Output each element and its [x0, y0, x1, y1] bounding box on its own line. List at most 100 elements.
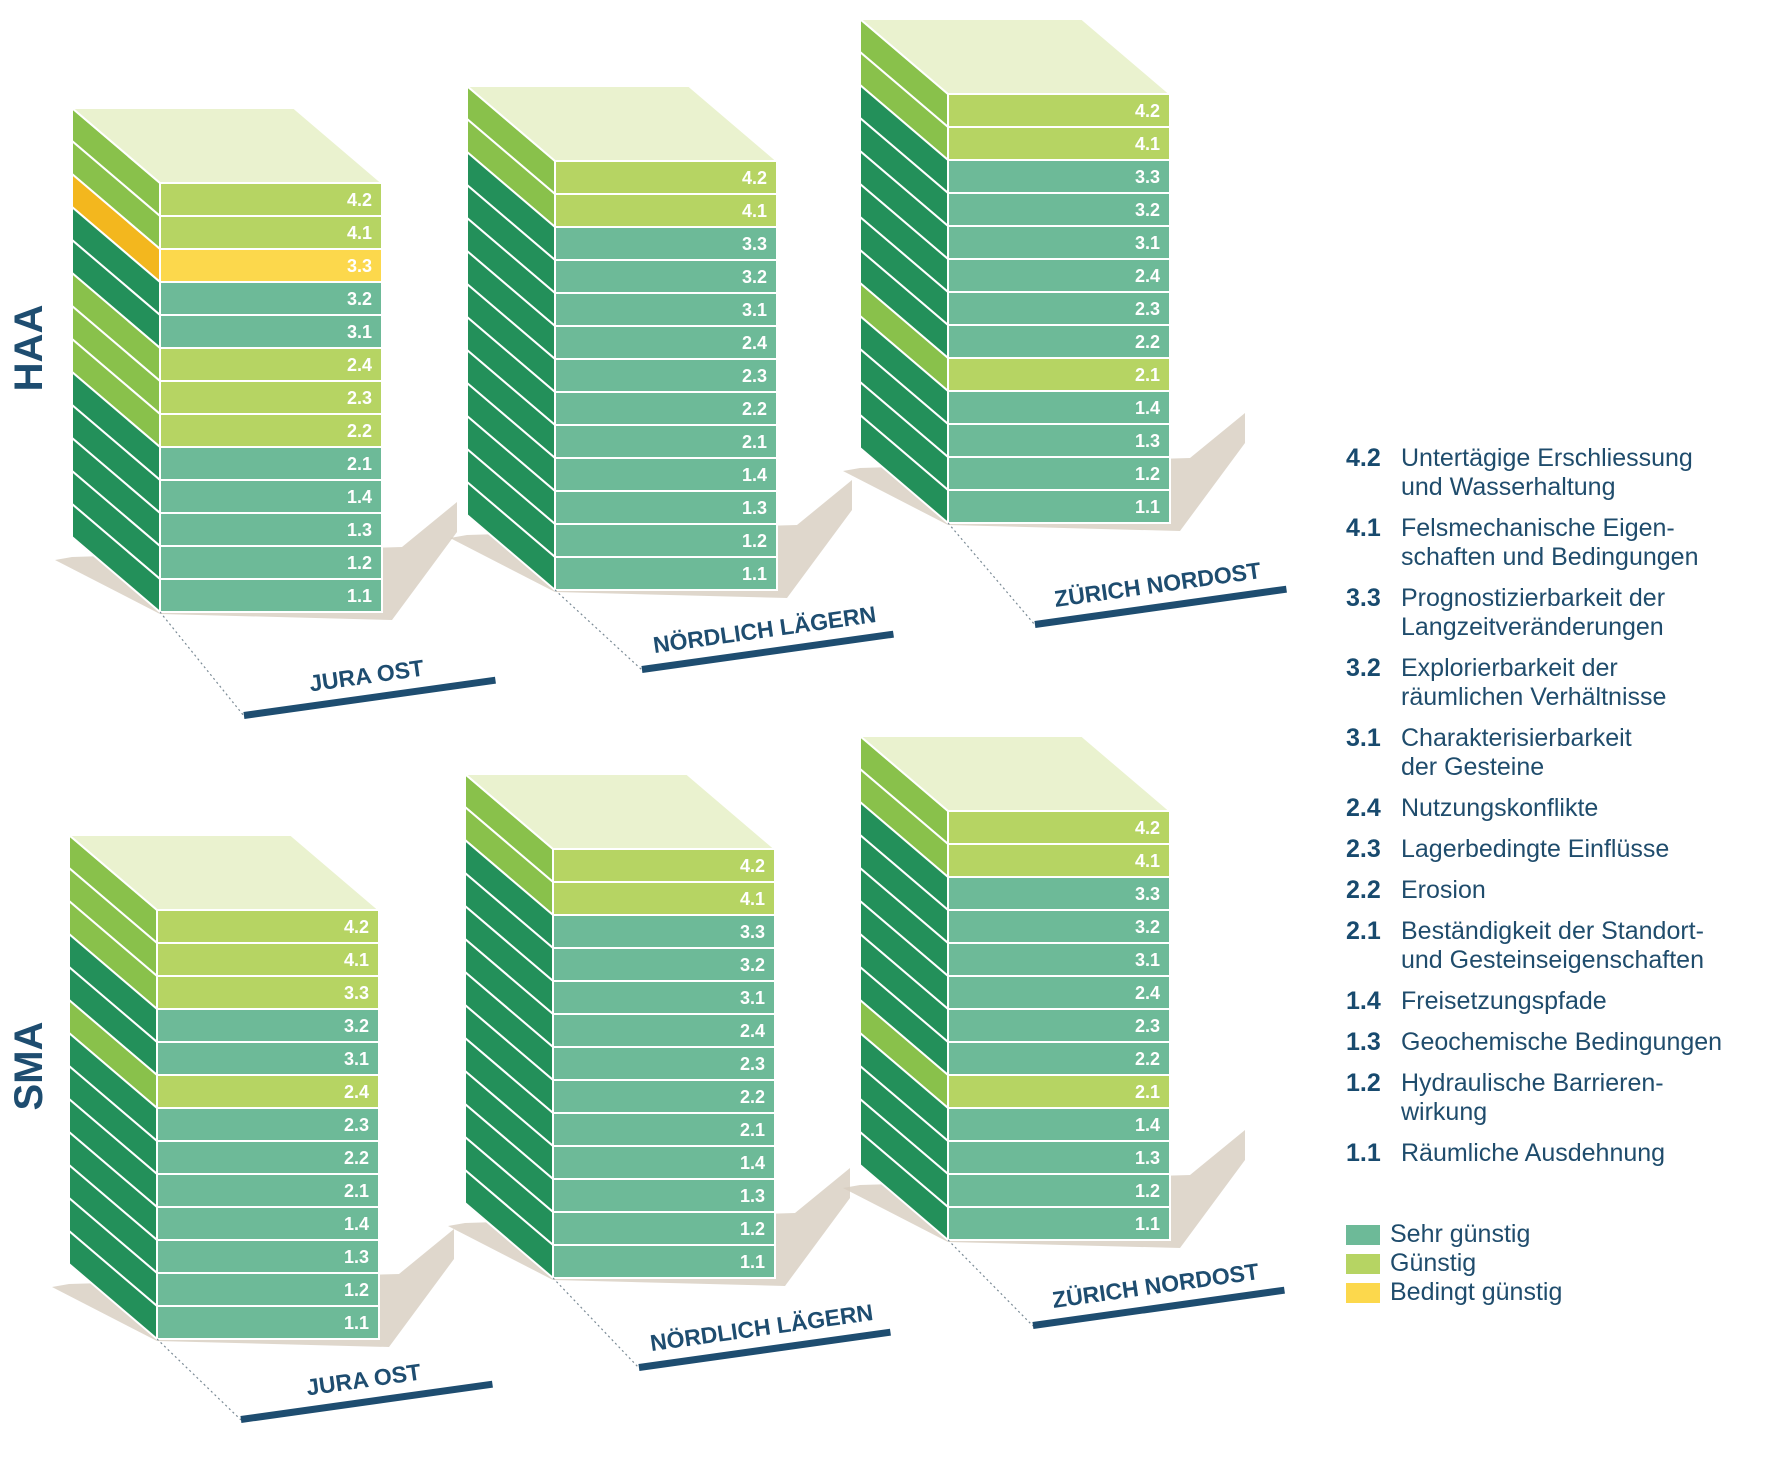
- swatch-guenstig: [1346, 1253, 1380, 1274]
- layer-code-label: 2.4: [347, 355, 372, 375]
- legend-item: 2.2 Erosion: [1346, 876, 1766, 905]
- site-label-bar: [1034, 585, 1287, 628]
- site-label-bar: [1032, 1286, 1285, 1329]
- layer-code-label: 1.2: [347, 553, 372, 573]
- stack-layer: [947, 1107, 1171, 1142]
- layer-code-label: 2.2: [1135, 332, 1160, 352]
- legend-code: 1.4: [1346, 987, 1381, 1015]
- legend-text: Hydraulische Barrieren- wirkung: [1401, 1069, 1664, 1126]
- legend-text: Explorierbarkeit der räumlichen Verhältn…: [1401, 654, 1667, 711]
- layer-code-label: 4.2: [1135, 101, 1160, 121]
- stack-top-face: [857, 735, 1173, 812]
- legend-code: 1.3: [1346, 1028, 1381, 1056]
- swatch-sehr-guenstig: [1346, 1224, 1380, 1245]
- legend-text: Freisetzungspfade: [1401, 987, 1607, 1015]
- stack-layer: [159, 314, 383, 349]
- legend-item: 3.2 Explorierbarkeit der räumlichen Verh…: [1346, 654, 1766, 712]
- stack-top-face: [69, 107, 385, 184]
- site-label-bar: [641, 630, 894, 673]
- layer-code-label: 1.4: [1135, 398, 1160, 418]
- layer-code-label: 2.4: [740, 1021, 765, 1041]
- leader-line: [554, 589, 643, 671]
- stack-layer: [156, 1305, 380, 1340]
- stack-top-face: [464, 85, 780, 162]
- site-label-bar: [638, 1328, 891, 1371]
- stack-layer: [554, 490, 778, 525]
- layer-code-label: 4.1: [740, 889, 765, 909]
- legend-code: 2.4: [1346, 794, 1381, 822]
- site-label-bar: [243, 676, 496, 719]
- legend-item: 1.1 Räumliche Ausdehnung: [1346, 1139, 1766, 1168]
- layer-code-label: 2.2: [344, 1148, 369, 1168]
- layer-code-label: 2.2: [1135, 1049, 1160, 1069]
- stack-layer: [159, 215, 383, 250]
- stack-layer: [947, 1206, 1171, 1241]
- stack-layer: [947, 975, 1171, 1010]
- layer-code-label: 3.3: [742, 234, 767, 254]
- layer-code-label: 1.2: [1135, 1181, 1160, 1201]
- legend-code: 1.1: [1346, 1139, 1381, 1167]
- stack-layer: [156, 942, 380, 977]
- layer-code-label: 2.2: [740, 1087, 765, 1107]
- legend-item: 4.1 Felsmechanische Eigen- schaften und …: [1346, 514, 1766, 572]
- layer-code-label: 4.1: [742, 201, 767, 221]
- stack-layer: [156, 1173, 380, 1208]
- stack-layer: [947, 93, 1171, 128]
- legend-code: 3.3: [1346, 584, 1381, 612]
- layer-code-label: 2.3: [347, 388, 372, 408]
- stack-layer: [947, 1008, 1171, 1043]
- site-label-group: NÖRDLICH LÄGERN: [641, 601, 894, 673]
- stack-layer: [552, 1145, 776, 1180]
- site-label-group: ZÜRICH NORDOST: [1034, 557, 1287, 628]
- stack-layer: [159, 545, 383, 580]
- layer-code-label: 4.2: [740, 856, 765, 876]
- stack-layer: [552, 914, 776, 949]
- layer-code-label: 2.4: [344, 1082, 369, 1102]
- layer-code-label: 4.1: [347, 223, 372, 243]
- layer-code-label: 2.3: [344, 1115, 369, 1135]
- site-label-group: ZÜRICH NORDOST: [1032, 1258, 1285, 1329]
- stack-layer: [947, 1173, 1171, 1208]
- row-title: SMA: [7, 1022, 51, 1111]
- legend-text: Charakterisierbarkeit der Gesteine: [1401, 724, 1632, 781]
- layer-code-label: 3.3: [740, 922, 765, 942]
- layer-code-label: 3.1: [347, 322, 372, 342]
- stack-layer: [947, 258, 1171, 293]
- layer-code-label: 2.3: [1135, 299, 1160, 319]
- stack-top-face: [462, 773, 778, 850]
- layer-code-label: 3.3: [1135, 884, 1160, 904]
- layer-code-label: 4.1: [344, 950, 369, 970]
- stack-layer: [552, 1112, 776, 1147]
- layer-code-label: 1.2: [742, 531, 767, 551]
- stack-layer: [159, 380, 383, 415]
- layer-code-label: 1.3: [1135, 431, 1160, 451]
- stack-layer: [552, 1244, 776, 1279]
- site-label-bar: [240, 1380, 493, 1423]
- site-label-group: JURA OST: [240, 1359, 493, 1423]
- layer-code-label: 4.2: [347, 190, 372, 210]
- leader-line: [552, 1277, 640, 1369]
- legend-text: Erosion: [1401, 876, 1486, 904]
- layer-code-label: 2.1: [344, 1181, 369, 1201]
- stack-layer: [156, 1206, 380, 1241]
- site-label-group: JURA OST: [243, 655, 496, 719]
- legend-item: 2.3 Lagerbedingte Einflüsse: [1346, 835, 1766, 864]
- scale-item: Sehr günstig: [1346, 1220, 1562, 1249]
- layer-code-label: 1.2: [1135, 464, 1160, 484]
- stack-layer: [947, 423, 1171, 458]
- stack-layer: [947, 225, 1171, 260]
- scale-item: Günstig: [1346, 1249, 1562, 1278]
- legend-text: Nutzungskonflikte: [1401, 794, 1599, 822]
- stack-layer: [554, 556, 778, 591]
- layer-code-label: 1.1: [344, 1313, 369, 1333]
- stack-layer: [554, 424, 778, 459]
- stack-layer: [947, 909, 1171, 944]
- legend-code: 4.2: [1346, 444, 1381, 472]
- layer-code-label: 2.1: [1135, 365, 1160, 385]
- legend-text: Felsmechanische Eigen- schaften und Bedi…: [1401, 514, 1699, 571]
- stack-layer: [159, 479, 383, 514]
- stack-layer: [552, 1013, 776, 1048]
- stack-layer: [947, 489, 1171, 524]
- scale-item: Bedingt günstig: [1346, 1278, 1562, 1307]
- legend-item: 3.3 Prognostizierbarkeit der Langzeitver…: [1346, 584, 1766, 642]
